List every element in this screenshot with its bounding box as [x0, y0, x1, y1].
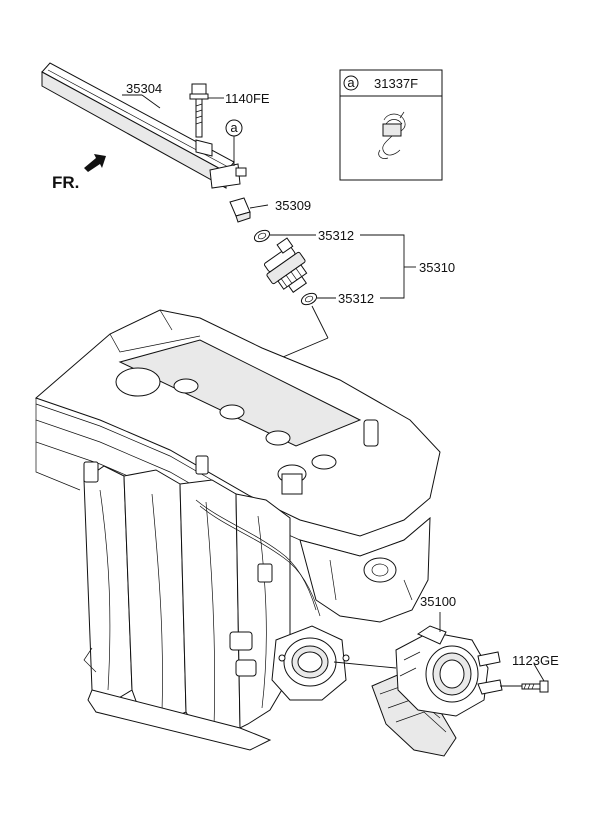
label-throttle-body: 35100: [420, 594, 456, 609]
front-marker-label: FR.: [52, 173, 79, 192]
o-ring-upper[interactable]: [253, 228, 272, 244]
wire-clip-icon: [378, 111, 406, 159]
front-arrow-icon: [84, 154, 106, 172]
injector-clip[interactable]: [229, 197, 251, 223]
callout-box: a 31337F: [339, 69, 443, 181]
callout-box-part-number: 31337F: [374, 76, 418, 91]
label-injector: 35310: [419, 260, 455, 275]
o-ring-lower[interactable]: [300, 291, 319, 307]
callout-box-badge: a: [347, 75, 355, 90]
throttle-bolt[interactable]: [521, 680, 549, 693]
throttle-body[interactable]: [371, 625, 503, 757]
label-o-ring-upper: 35312: [318, 228, 354, 243]
label-throttle-bolt: 1123GE: [512, 653, 559, 668]
rail-callout-letter: a: [230, 120, 238, 135]
label-fuel-rail: 35304: [126, 81, 162, 96]
engine-assembly: [35, 309, 441, 751]
fuel-rail[interactable]: [41, 62, 247, 189]
fuel-injector[interactable]: [256, 237, 316, 299]
label-clip: 35309: [275, 198, 311, 213]
label-rail-bolt: 1140FE: [225, 91, 270, 106]
rail-bolt[interactable]: [189, 83, 209, 138]
label-o-ring-lower: 35312: [338, 291, 374, 306]
